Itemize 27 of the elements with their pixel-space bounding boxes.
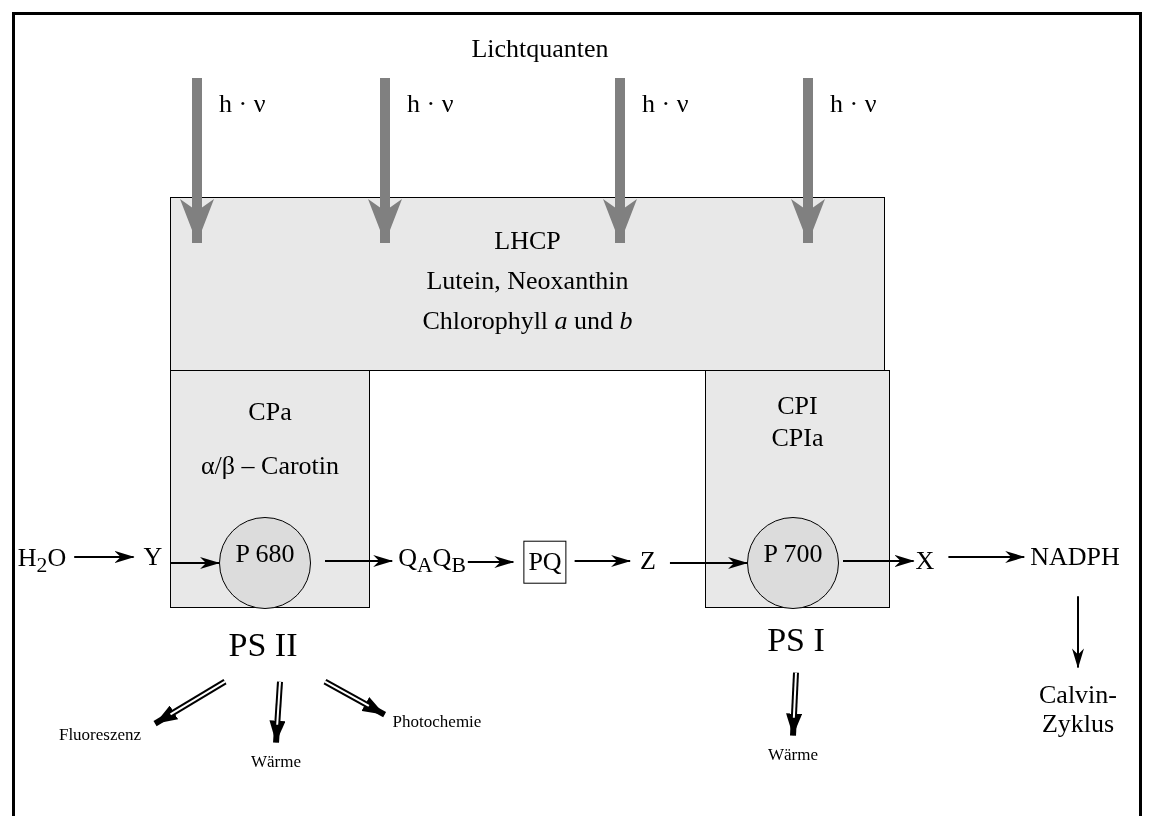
outcome-label: Wärme [768,745,818,765]
component-label: Chlorophyll a und b [422,305,633,336]
component-label: CPa [248,397,292,427]
outcome-label: Fluoreszenz [58,725,142,745]
cycle-label: Calvin-Zyklus [1023,681,1133,739]
component-label: LHCP [494,226,561,256]
carrier-label: Y [143,542,163,572]
outcome-label: Wärme [251,752,301,772]
light-harvesting-complex-box [170,197,885,371]
component-label: α/β – Carotin [200,450,340,481]
carrier-label: Q$_{A}$Q$_{B}$ [398,544,466,578]
component-label: Lutein, Neoxanthin [426,265,629,296]
diagram-title: Lichtquanten [471,34,609,64]
carrier-label: X [915,546,935,576]
molecule-label: H$_{2}$O [17,544,67,578]
pigment-label: P 680 [235,540,295,569]
system-label: PS I [767,621,825,659]
carrier-box: PQ [523,540,567,584]
complex-box [170,370,370,608]
component-label: CPIa [771,422,824,453]
complex-box [705,370,890,608]
carrier-label: Z [640,546,656,576]
component-label: CPI [777,391,818,421]
pigment-label: P 700 [763,540,823,569]
molecule-label: NADPH [1030,542,1120,572]
outcome-label: Photochemie [392,712,482,732]
system-label: PS II [228,626,298,664]
